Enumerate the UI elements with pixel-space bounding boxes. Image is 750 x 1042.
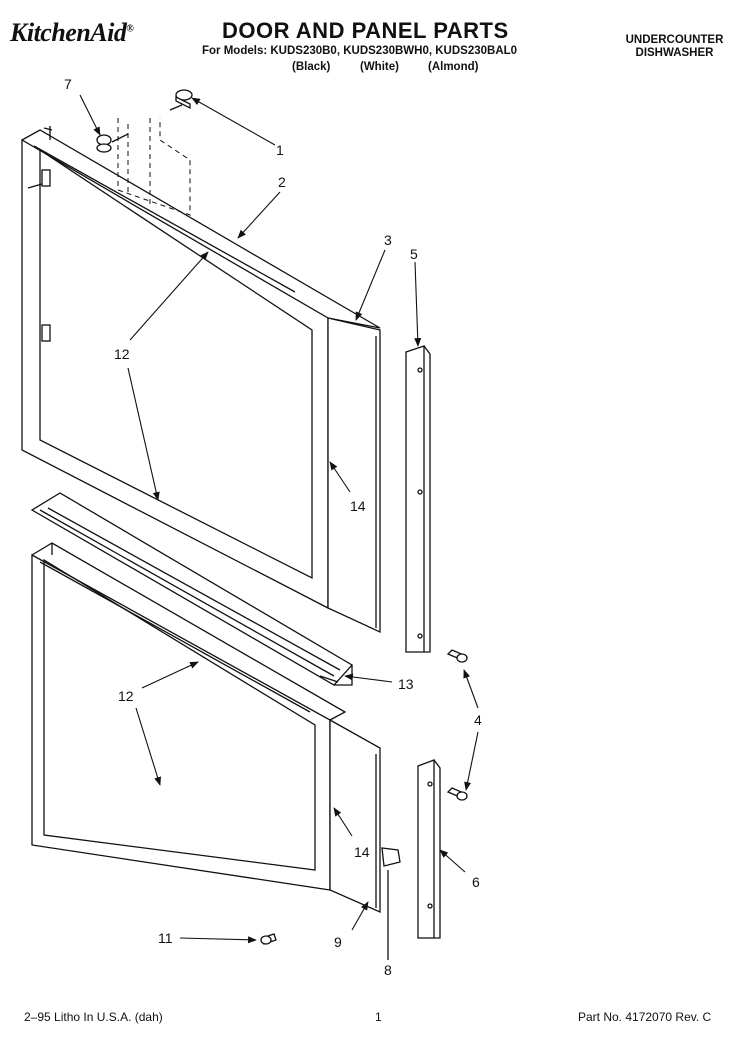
callout-3: 3	[384, 232, 392, 248]
bumper-part-7	[96, 133, 129, 153]
callout-9: 9	[334, 934, 342, 950]
color-almond: (Almond)	[428, 61, 479, 73]
side-trim-part-5	[405, 345, 431, 653]
product-type: UNDERCOUNTER DISHWASHER	[625, 34, 724, 59]
bracket-part-8	[381, 847, 401, 960]
callout-1: 1	[276, 142, 284, 158]
callout-2: 2	[278, 174, 286, 190]
handle-part-13	[30, 492, 354, 686]
callout-12-lower: 12	[118, 688, 134, 704]
upper-door-panel	[21, 126, 381, 610]
upper-inner-panel	[327, 317, 381, 634]
side-trim-part-6	[417, 759, 441, 939]
page-title: DOOR AND PANEL PARTS	[222, 18, 509, 43]
callout-6: 6	[472, 874, 480, 890]
color-white: (White)	[360, 61, 399, 73]
screw-part-4-lower	[446, 787, 468, 801]
color-black: (Black)	[292, 61, 331, 73]
lower-inner-panel	[329, 718, 381, 913]
screw-part-1	[169, 89, 193, 111]
callout-12-upper: 12	[114, 346, 130, 362]
callout-8: 8	[384, 962, 392, 978]
brand-logo: KitchenAid®	[10, 18, 134, 47]
screw-part-4-upper	[446, 649, 468, 663]
litho-note: 2–95 Litho In U.S.A. (dah)	[24, 1010, 163, 1024]
callout-14-upper: 14	[350, 498, 366, 514]
callout-4: 4	[474, 712, 482, 728]
screw-part-11	[260, 933, 277, 945]
callout-11: 11	[158, 930, 173, 946]
hanger-bracket	[117, 118, 191, 216]
callout-14-lower: 14	[354, 844, 370, 860]
part-number: Part No. 4172070 Rev. C	[578, 1010, 712, 1024]
callout-13: 13	[398, 676, 414, 692]
models-line: For Models: KUDS230B0, KUDS230BWH0, KUDS…	[202, 45, 518, 57]
callout-5: 5	[410, 246, 418, 262]
page-number: 1	[375, 1010, 382, 1024]
callout-7: 7	[64, 76, 72, 92]
